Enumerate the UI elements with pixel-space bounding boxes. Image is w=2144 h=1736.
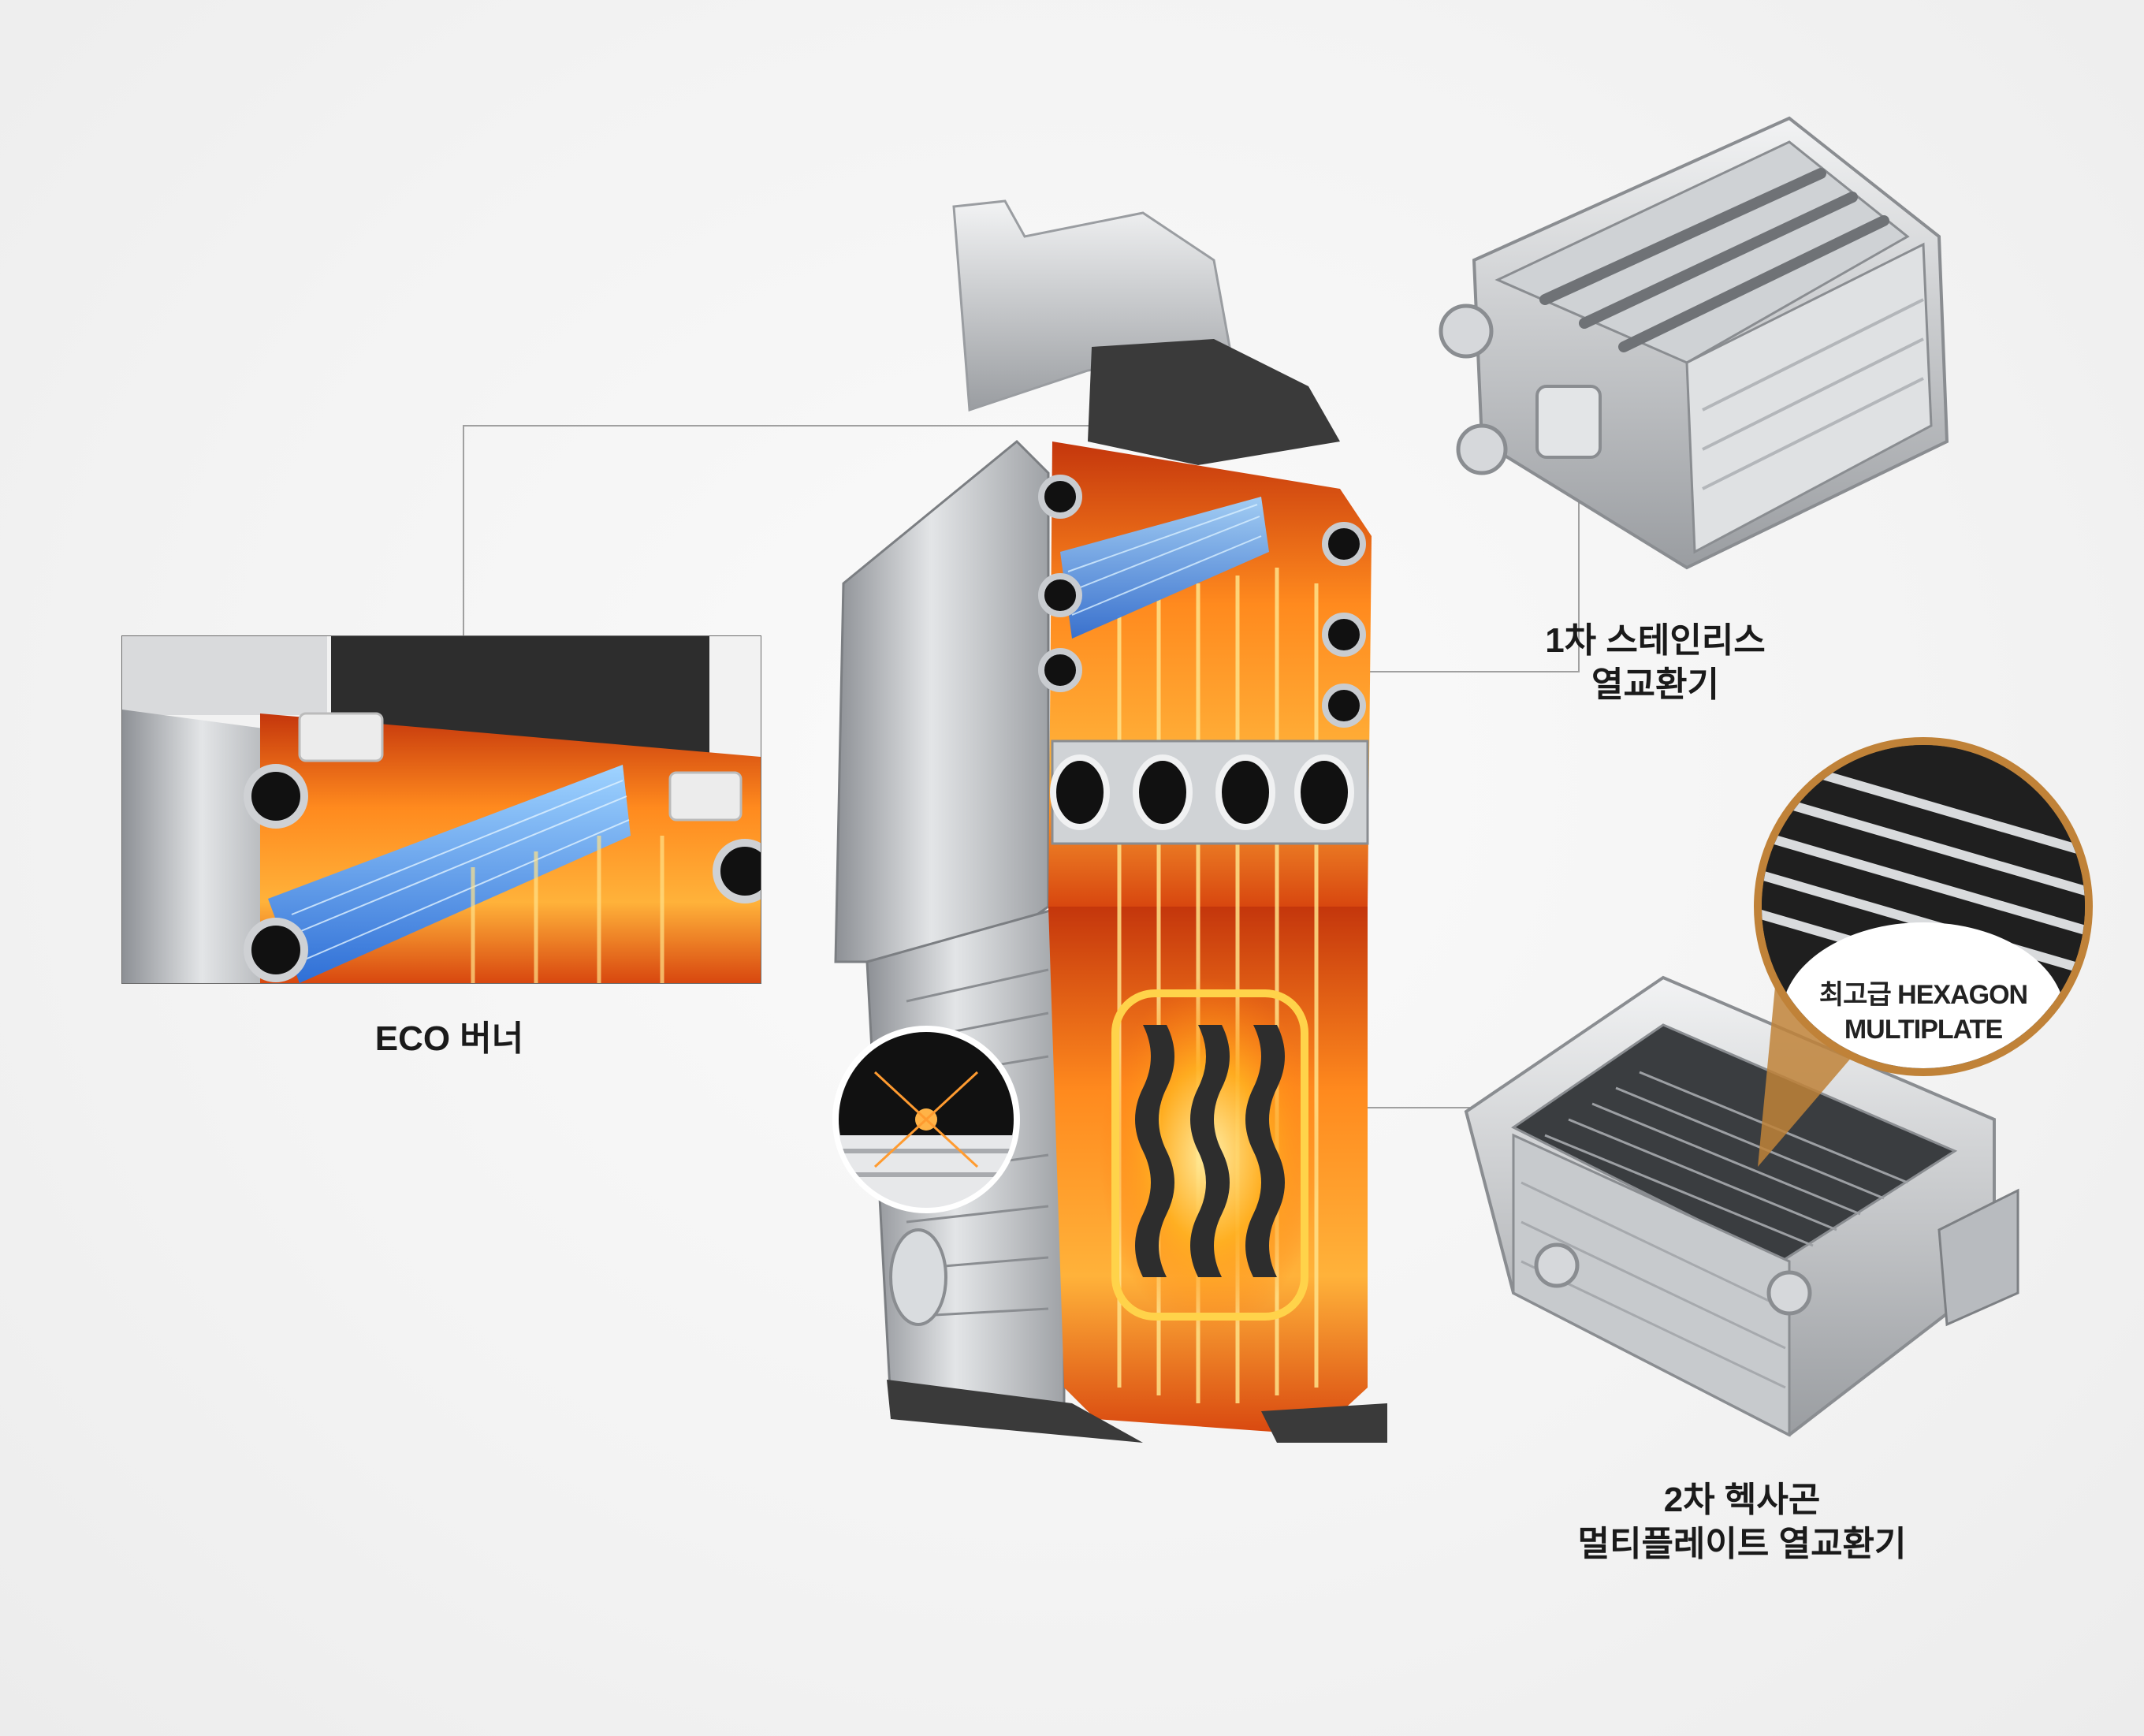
primary-heat-exchanger-label: 1차 스테인리스 열교환기 (1537, 619, 1774, 707)
eco-burner-inset (121, 635, 761, 984)
badge-label-line2: MULTIPLATE (1844, 1015, 2003, 1045)
badge-label-line1: 최고급 HEXAGON (1818, 980, 2028, 1010)
primary-stainless-heat-exchanger (1439, 116, 1949, 570)
secondary-label-line1: 2차 헥사곤 (1663, 1481, 1821, 1519)
secondary-heat-exchanger-label: 2차 헥사곤 멀티플레이트 열교환기 (1545, 1478, 1939, 1566)
secondary-label-line2: 멀티플레이트 열교환기 (1577, 1525, 1907, 1563)
eco-burner-label: ECO 버너 (374, 1019, 524, 1058)
primary-label-line1: 1차 스테인리스 (1545, 621, 1766, 660)
secondary-hexagon-multiplate-heat-exchanger (1464, 975, 2019, 1437)
main-heat-exchanger-cutaway (834, 199, 1387, 1443)
primary-label-line2: 열교환기 (1591, 665, 1719, 704)
badge-label: 최고급 HEXAGON MULTIPLATE (1805, 978, 2042, 1047)
